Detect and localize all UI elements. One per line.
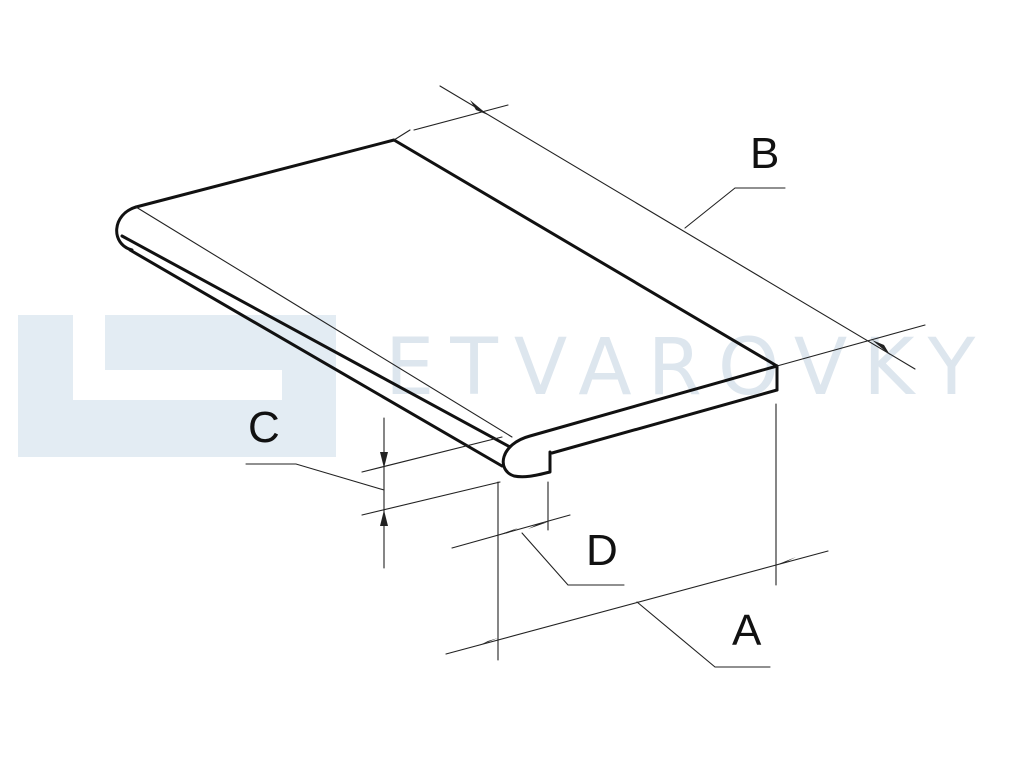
tread-front-nose-profile [501, 364, 779, 479]
dimension-b-arrow-bottom [872, 340, 890, 355]
dimension-b-leader [684, 187, 786, 229]
tread-front-upper-edge [120, 234, 512, 449]
dimension-b-line [439, 85, 916, 370]
dimension-b-ext-line-back [393, 129, 411, 141]
watermark-logo [18, 315, 336, 457]
dimension-b-arrow-top [470, 100, 488, 115]
dimension-d-label: D [586, 526, 618, 575]
tread-top-tangent-line [135, 206, 513, 438]
tread-left-nose [115, 205, 138, 252]
dimension-d-leader [521, 532, 625, 586]
dimension-a-arrow-right [776, 557, 796, 565]
dimension-b-ext-line-top [413, 104, 509, 131]
dimension-b-ext-line-front [776, 324, 926, 367]
dimension-a-label: A [732, 606, 762, 655]
dimension-a-leader [636, 601, 771, 668]
watermark-text: ETVAROVKY [385, 323, 991, 413]
dimension-c-ext-line-top [361, 436, 503, 473]
tread-right-bottom-edge [550, 388, 779, 455]
dimension-d-arrow-right [528, 522, 548, 529]
dimension-d-arrow-left [498, 528, 518, 535]
dimension-a-arrow-left [478, 638, 498, 646]
tread-front-lower-edge [128, 248, 504, 468]
dimension-a: A [445, 403, 829, 668]
dimension-c-arrow-bottom [380, 510, 388, 526]
dimension-c: C [245, 403, 503, 569]
dimension-c-arrow-top [380, 452, 388, 468]
dimension-c-label: C [248, 403, 280, 452]
dimension-c-ext-line-bottom [361, 481, 501, 516]
dimension-b: B [393, 85, 926, 370]
dimension-b-label: B [750, 129, 779, 178]
dimension-c-leader [245, 463, 385, 491]
dimension-d: D [451, 481, 625, 586]
